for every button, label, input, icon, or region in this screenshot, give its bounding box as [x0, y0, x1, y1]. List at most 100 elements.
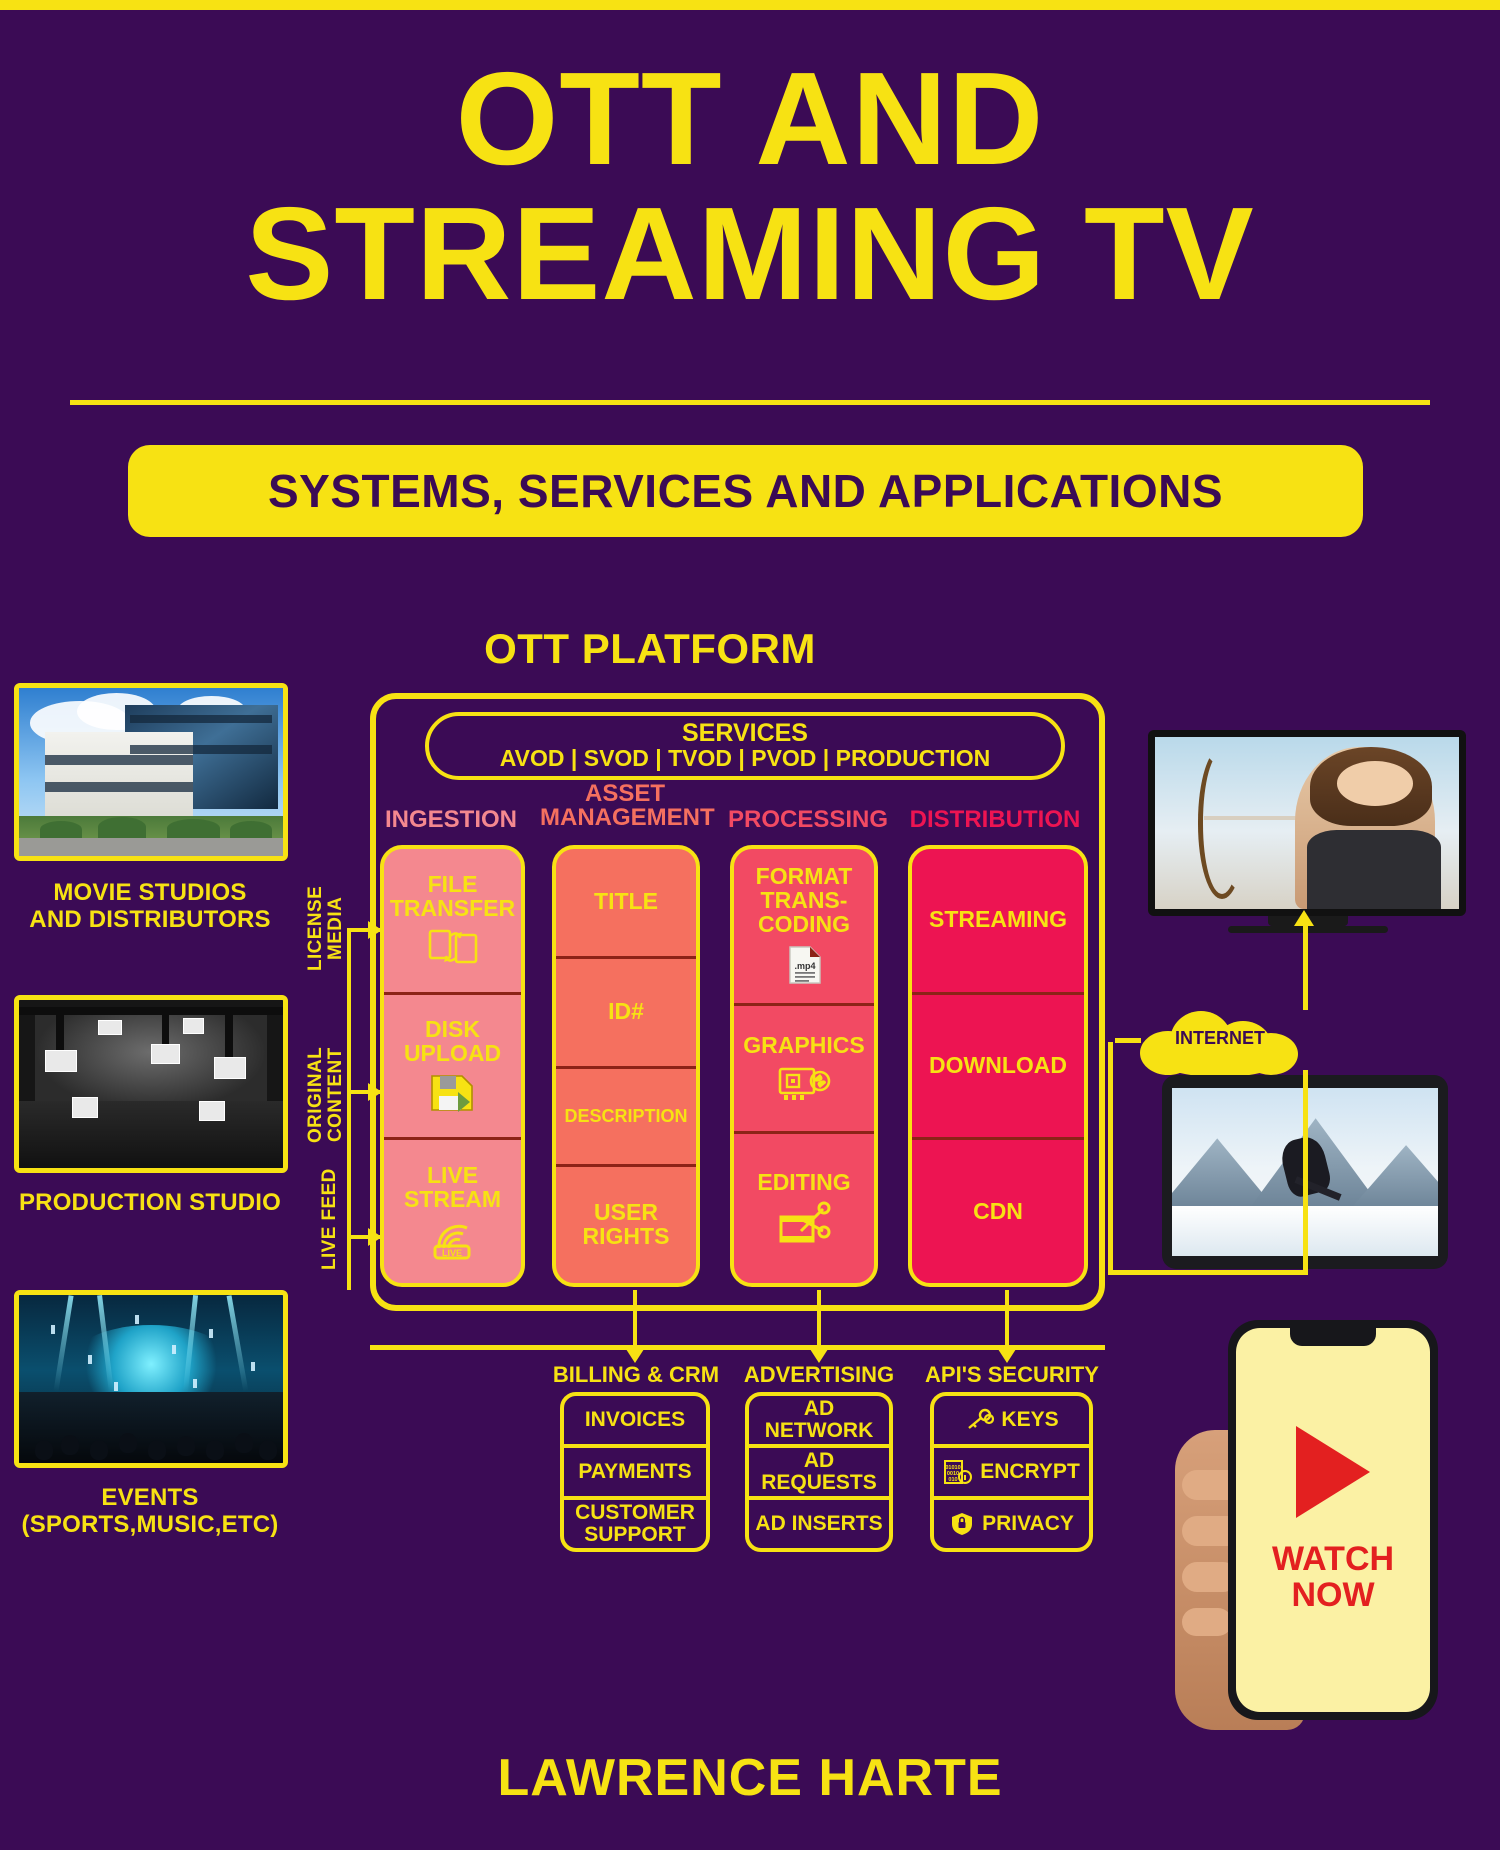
row-keys[interactable]: KEYS [934, 1396, 1089, 1448]
row-ad-network[interactable]: AD NETWORK [749, 1396, 889, 1448]
column-header-distribution: DISTRIBUTION [909, 806, 1081, 833]
svg-text:.mp4: .mp4 [794, 961, 815, 971]
cell-format-transcoding[interactable]: FORMAT TRANS- CODING .mp4 [734, 849, 874, 1006]
row-payments[interactable]: PAYMENTS [564, 1448, 706, 1500]
cell-user-rights[interactable]: USER RIGHTS [556, 1167, 696, 1283]
encrypt-document-icon: 01010 0010 010 [943, 1459, 973, 1485]
smartphone-screen[interactable]: WATCH NOW [1236, 1328, 1430, 1712]
group-billing-crm: INVOICES PAYMENTS CUSTOMER SUPPORT [560, 1392, 710, 1552]
column-asset-management: TITLE ID# DESCRIPTION USER RIGHTS [552, 845, 700, 1287]
row-customer-support[interactable]: CUSTOMER SUPPORT [564, 1500, 706, 1548]
column-ingestion: FILE TRANSFER DISK UPLOAD LIVE STREAM [380, 845, 525, 1287]
row-label-keys: KEYS [1001, 1407, 1059, 1431]
platform-frame [370, 693, 1105, 1311]
row-label-ad-inserts: AD INSERTS [755, 1511, 883, 1535]
floppy-disk-icon [428, 1072, 478, 1114]
cell-download[interactable]: DOWNLOAD [912, 995, 1084, 1141]
watch-now-cta[interactable]: WATCH NOW [1272, 1542, 1394, 1613]
connector-to-phone-v [1108, 1042, 1113, 1274]
cell-label-description: DESCRIPTION [564, 1105, 688, 1126]
group-title-billing: BILLING & CRM [552, 1362, 720, 1387]
services-banner: SERVICES AVOD | SVOD | TVOD | PVOD | PRO… [425, 712, 1065, 780]
cell-label-file-transfer: FILE TRANSFER [389, 871, 516, 922]
cell-graphics[interactable]: GRAPHICS [734, 1006, 874, 1135]
column-header-processing: PROCESSING [728, 806, 889, 833]
row-label-customer-support: CUSTOMER SUPPORT [575, 1500, 695, 1546]
services-items: AVOD | SVOD | TVOD | PVOD | PRODUCTION [499, 745, 991, 772]
caption-line-2: (SPORTS,MUSIC,ETC) [21, 1510, 279, 1538]
row-ad-requests[interactable]: AD REQUESTS [749, 1448, 889, 1500]
row-privacy[interactable]: PRIVACY [934, 1500, 1089, 1548]
input-label-original-content: ORIGINAL CONTENT [305, 1046, 346, 1144]
photo-production-studio [14, 995, 288, 1173]
cell-disk-upload[interactable]: DISK UPLOAD [384, 995, 521, 1141]
group-title-api-security: API'S SECURITY [925, 1362, 1099, 1387]
internet-cloud-icon [1140, 1005, 1300, 1077]
connector-to-phone-h [1108, 1270, 1308, 1275]
connector-down-spine [1303, 1082, 1308, 1274]
cell-label-user-rights: USER RIGHTS [582, 1199, 670, 1250]
row-invoices[interactable]: INVOICES [564, 1396, 706, 1448]
column-header-asset-management: ASSET MANAGEMENT [540, 780, 715, 832]
row-label-invoices: INVOICES [584, 1407, 686, 1431]
arrow-original-content [347, 1083, 382, 1101]
group-advertising: AD NETWORK AD REQUESTS AD INSERTS [745, 1392, 893, 1552]
column-processing: FORMAT TRANS- CODING .mp4 GRAPHICS [730, 845, 878, 1287]
column-header-ingestion: INGESTION [384, 806, 517, 833]
cell-file-transfer[interactable]: FILE TRANSFER [384, 849, 521, 995]
title-divider [70, 400, 1430, 405]
cell-id-number[interactable]: ID# [556, 959, 696, 1069]
cell-editing[interactable]: EDITING [734, 1134, 874, 1283]
cell-description[interactable]: DESCRIPTION [556, 1069, 696, 1168]
services-heading: SERVICES [682, 719, 808, 748]
cell-live-stream[interactable]: LIVE STREAM LIVE [384, 1140, 521, 1283]
platform-heading: OTT PLATFORM [484, 625, 816, 672]
caption-line-2: AND DISTRIBUTORS [29, 905, 271, 933]
input-label-license-media: LICENSE MEDIA [305, 885, 346, 971]
television-screen [1155, 737, 1459, 909]
row-label-encrypt: ENCRYPT [980, 1459, 1080, 1483]
photo-caption-events: EVENTS (SPORTS,MUSIC,ETC) [0, 1484, 300, 1539]
title-line-1: OTT AND [455, 45, 1045, 192]
graphics-card-icon [776, 1063, 832, 1103]
shield-lock-icon [949, 1511, 975, 1537]
input-spine [347, 930, 351, 1290]
drop-arrow-advertising [808, 1346, 830, 1363]
watch-now-line-2: NOW [1291, 1576, 1375, 1614]
caption-line-1: MOVIE STUDIOS [53, 879, 247, 906]
cell-label-id-number: ID# [608, 998, 644, 1025]
watch-now-line-1: WATCH [1271, 1540, 1395, 1579]
cell-label-format-transcoding: FORMAT TRANS- CODING [755, 862, 853, 937]
group-title-advertising: ADVERTISING [743, 1362, 895, 1387]
internet-cloud-label: INTERNET [1175, 1028, 1265, 1048]
television-device [1148, 730, 1466, 916]
row-encrypt[interactable]: 01010 0010 010 ENCRYPT [934, 1448, 1089, 1500]
connector-cloud-to-tv [1303, 918, 1308, 1010]
svg-text:0010: 0010 [947, 1471, 959, 1477]
play-button-icon[interactable] [1296, 1426, 1370, 1519]
drop-arrow-billing [624, 1346, 646, 1363]
cell-cdn[interactable]: CDN [912, 1140, 1084, 1283]
drop-line-api [1005, 1290, 1009, 1346]
svg-text:010: 010 [949, 1477, 958, 1483]
row-ad-inserts[interactable]: AD INSERTS [749, 1500, 889, 1548]
input-label-live-feed: LIVE FEED [319, 1168, 340, 1270]
cell-label-graphics: GRAPHICS [743, 1031, 865, 1058]
top-accent-bar [0, 0, 1500, 10]
caption-line-1: EVENTS [101, 1484, 199, 1511]
row-label-payments: PAYMENTS [578, 1459, 692, 1483]
cover-title: OTT AND STREAMING TV [0, 45, 1500, 321]
photo-events [14, 1290, 288, 1468]
support-bus-line [370, 1345, 1105, 1350]
photo-caption-production-studio: PRODUCTION STUDIO [0, 1189, 300, 1217]
group-api-security: KEYS 01010 0010 010 ENCRYPT PRIVACY [930, 1392, 1093, 1552]
connector-platform-to-cloud [1115, 1038, 1141, 1043]
arrow-live-feed [347, 1228, 382, 1246]
cell-streaming[interactable]: STREAMING [912, 849, 1084, 995]
subtitle-text: SYSTEMS, SERVICES AND APPLICATIONS [267, 465, 1224, 517]
svg-text:LIVE: LIVE [441, 1248, 461, 1258]
subtitle-banner: SYSTEMS, SERVICES AND APPLICATIONS [128, 445, 1363, 537]
drop-line-advertising [817, 1290, 821, 1346]
cell-title[interactable]: TITLE [556, 849, 696, 959]
column-distribution: STREAMING DOWNLOAD CDN [908, 845, 1088, 1287]
